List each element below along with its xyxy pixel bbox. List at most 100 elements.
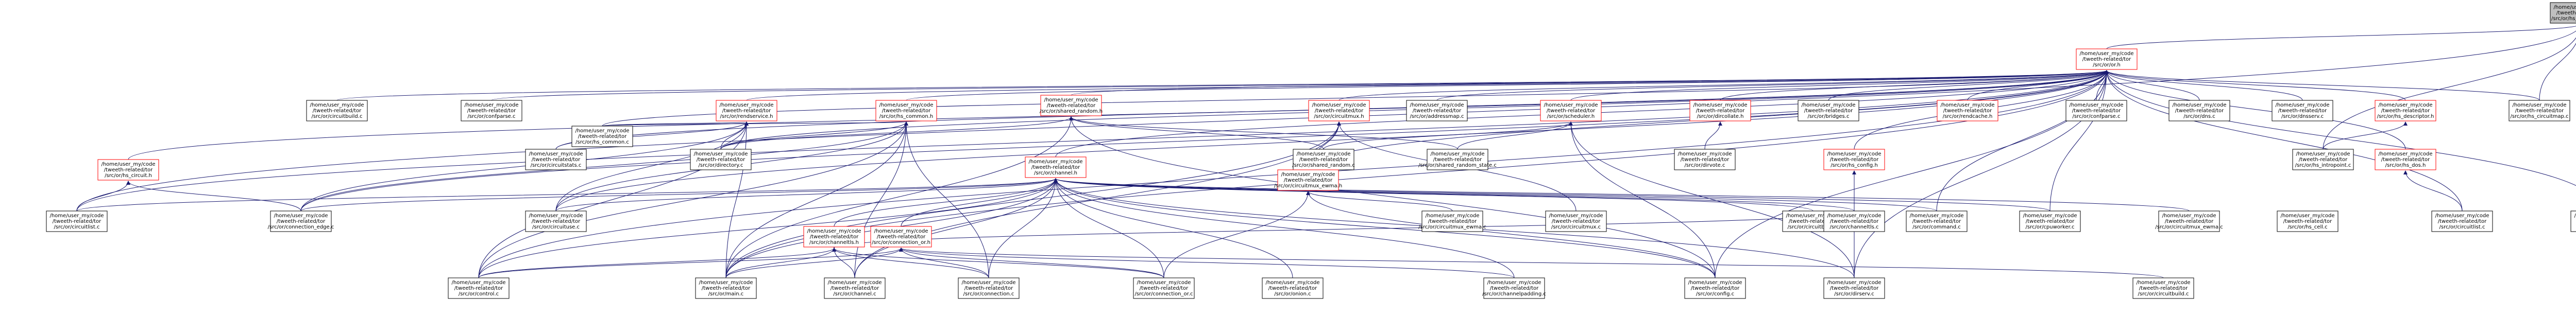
graph-node-connection[interactable]: /home/user_my/code/tweeth-related/tor/sr… xyxy=(958,277,1020,299)
graph-node-channelpadding[interactable]: /home/user_my/code/tweeth-related/tor/sr… xyxy=(1482,277,1546,299)
graph-node-circuitmux-ewma2[interactable]: /home/user_my/code/tweeth-related/tor/sr… xyxy=(2155,210,2223,232)
graph-node-circuitmux-c[interactable]: /home/user_my/code/tweeth-related/tor/sr… xyxy=(1545,210,1607,232)
graph-node-circuit-scheduler[interactable]: /home/user_my/code/tweeth-related/tor/sr… xyxy=(1540,100,1602,121)
graph-node-circuitbuild[interactable]: /home/user_my/code/tweeth-related/tor/sr… xyxy=(306,100,368,121)
node-box xyxy=(1674,149,1736,170)
dependency-edge xyxy=(720,121,908,150)
node-label-line: /home/user_my/code xyxy=(1281,172,1335,178)
dependency-edge xyxy=(76,181,130,212)
node-box xyxy=(870,226,932,248)
graph-node-hs-intropoint[interactable]: /home/user_my/code/tweeth-related/tor/sr… xyxy=(2292,149,2354,170)
graph-node-hs-config[interactable]: /home/user_my/code/tweeth-related/tor/sr… xyxy=(1823,149,1885,170)
graph-node-connection-edge[interactable]: /home/user_my/code/tweeth-related/tor/sr… xyxy=(268,210,334,232)
node-label-line: /home/user_my/code xyxy=(874,228,928,234)
node-box xyxy=(2065,100,2127,121)
graph-node-command[interactable]: /home/user_my/code/tweeth-related/tor/sr… xyxy=(1906,210,1968,232)
graph-node-rendcache[interactable]: /home/user_my/code/tweeth-related/tor/sr… xyxy=(1937,100,1998,121)
graph-node-channel[interactable]: /home/user_my/code/tweeth-related/tor/sr… xyxy=(1025,156,1087,178)
node-box xyxy=(2431,210,2493,232)
graph-node-dirserv[interactable]: /home/user_my/code/tweeth-related/tor/sr… xyxy=(1823,277,1885,299)
dependency-edge xyxy=(2539,43,2576,101)
node-label-line: /tweeth-related/tor xyxy=(578,134,627,139)
graph-node-connection-or-c[interactable]: /home/user_my/code/tweeth-related/tor/sr… xyxy=(1133,277,1195,299)
graph-node-circuitmux-ewma-c[interactable]: /home/user_my/code/tweeth-related/tor/sr… xyxy=(1418,210,1486,232)
graph-nodes: /home/user_my/code/tweeth-related/tor/sr… xyxy=(46,2,2576,299)
graph-node-ordns[interactable]: /home/user_my/code/tweeth-related/tor/sr… xyxy=(2168,100,2230,121)
graph-node-confparse2[interactable]: /home/user_my/code/tweeth-related/tor/sr… xyxy=(2065,100,2127,121)
graph-node-hs-dos[interactable]: /home/user_my/code/tweeth-related/tor/sr… xyxy=(2375,149,2436,170)
graph-node-rendmid[interactable]: /home/user_my/code/tweeth-related/tor/sr… xyxy=(2570,210,2576,232)
dependency-edge xyxy=(602,121,749,127)
node-box xyxy=(1293,149,1354,170)
graph-node-hs-common-h[interactable]: /home/user_my/code/tweeth-related/tor/sr… xyxy=(875,100,937,121)
graph-node-ordsaver[interactable]: /home/user_my/code/tweeth-related/tor/sr… xyxy=(2272,100,2333,121)
graph-node-circuitbuild3[interactable]: /home/user_my/code/tweeth-related/tor/sr… xyxy=(2132,277,2194,299)
graph-node-hs-circuit[interactable]: /home/user_my/code/tweeth-related/tor/sr… xyxy=(97,159,159,181)
graph-node-dirauth-dircollate[interactable]: /home/user_my/code/tweeth-related/tor/sr… xyxy=(1689,100,1751,121)
graph-node-circuitmux[interactable]: /home/user_my/code/tweeth-related/tor/sr… xyxy=(1308,100,1370,121)
node-label-line: /src/or/cpuworker.c xyxy=(2026,224,2075,230)
node-label-line: /home/user_my/code xyxy=(1801,102,1855,108)
graph-node-config[interactable]: /home/user_my/code/tweeth-related/tor/sr… xyxy=(1684,277,1746,299)
graph-node-dirvote[interactable]: /home/user_my/code/tweeth-related/tor/sr… xyxy=(1674,149,1736,170)
graph-node-circuitlist[interactable]: /home/user_my/code/tweeth-related/tor/sr… xyxy=(46,210,108,232)
graph-node-hs-descriptor[interactable]: /home/user_my/code/tweeth-related/tor/sr… xyxy=(2375,100,2436,121)
graph-node-shared-random-c[interactable]: /home/user_my/code/tweeth-related/tor/sr… xyxy=(1292,149,1355,170)
graph-node-circuitlist2[interactable]: /home/user_my/code/tweeth-related/tor/sr… xyxy=(2431,210,2493,232)
dependency-edge xyxy=(832,210,1855,249)
graph-node-cpuworker[interactable]: /home/user_my/code/tweeth-related/tor/sr… xyxy=(2019,210,2081,232)
graph-node-channel-c[interactable]: /home/user_my/code/tweeth-related/tor/sr… xyxy=(824,277,886,299)
node-label-line: /home/user_my/code xyxy=(1410,102,1464,108)
node-label-line: /home/user_my/code xyxy=(1827,151,1881,157)
node-label-line: /src/or/circuitlist.c xyxy=(54,224,99,230)
graph-node-main[interactable]: /home/user_my/code/tweeth-related/tor/sr… xyxy=(695,277,757,299)
node-label-line: /home/user_my/code xyxy=(699,280,753,286)
node-label-line: /home/user_my/code xyxy=(1312,102,1366,108)
dependency-edge xyxy=(1054,178,1814,212)
node-label-line: /home/user_my/code xyxy=(1688,280,1742,286)
dependency-edge xyxy=(899,248,1164,278)
node-label-line: /home/user_my/code xyxy=(1827,213,1881,219)
graph-node-addressmap[interactable]: /home/user_my/code/tweeth-related/tor/sr… xyxy=(1406,100,1468,121)
node-label-line: /src/or/connection_or.h xyxy=(872,240,930,245)
dependency-edge xyxy=(1570,70,2109,101)
dependency-edge xyxy=(2106,26,2576,49)
graph-node-hs-common-c[interactable]: /home/user_my/code/tweeth-related/tor/sr… xyxy=(571,126,633,147)
node-label-line: /tweeth-related/tor xyxy=(1433,157,1482,163)
node-label-line: /src/or/dirserv.c xyxy=(1834,291,1874,297)
graph-node-confparse[interactable]: /home/user_my/code/tweeth-related/tor/sr… xyxy=(461,100,522,121)
graph-node-shared-random-state[interactable]: /home/user_my/code/tweeth-related/tor/sr… xyxy=(1418,149,1497,170)
node-label-line: /tweeth-related/tor xyxy=(1804,108,1853,114)
graph-node-root[interactable]: /home/user_my/code/tweeth-related/tor/sr… xyxy=(2550,2,2576,24)
graph-node-connection-or-h[interactable]: /home/user_my/code/tweeth-related/tor/sr… xyxy=(870,226,932,248)
node-label-line: /tweeth-related/tor xyxy=(2283,219,2332,224)
graph-node-hs-cell[interactable]: /home/user_my/code/tweeth-related/tor/sr… xyxy=(2277,210,2338,232)
node-label-line: /src/or/circuituse.c xyxy=(532,224,580,230)
node-label-line: /home/user_my/code xyxy=(719,102,773,108)
graph-node-hs-circuitmap-c[interactable]: /home/user_my/code/tweeth-related/tor/sr… xyxy=(2509,100,2570,121)
dependency-edge xyxy=(1569,121,1716,278)
node-label-line: /home/user_my/code xyxy=(1786,213,1840,219)
graph-node-directory[interactable]: /home/user_my/code/tweeth-related/tor/sr… xyxy=(690,149,752,170)
graph-node-or[interactable]: /home/user_my/code/tweeth-related/tor/sr… xyxy=(2076,48,2138,70)
node-label-line: /tweeth-related/tor xyxy=(1299,157,1348,163)
graph-node-channeltls-h[interactable]: /home/user_my/code/tweeth-related/tor/sr… xyxy=(803,226,865,248)
node-label-line: /src/or/confparse.c xyxy=(2072,114,2120,119)
graph-node-bridges[interactable]: /home/user_my/code/tweeth-related/tor/sr… xyxy=(1798,100,1859,121)
node-label-line: /home/user_my/code xyxy=(274,213,328,219)
graph-node-onion-tap[interactable]: /home/user_my/code/tweeth-related/tor/sr… xyxy=(1262,277,1324,299)
graph-node-circuitmux-ewma-h[interactable]: /home/user_my/code/tweeth-related/tor/sr… xyxy=(1274,169,1342,191)
graph-node-circuituse[interactable]: /home/user_my/code/tweeth-related/tor/sr… xyxy=(525,210,587,232)
dependency-edge xyxy=(725,248,903,278)
node-box xyxy=(803,226,865,248)
graph-node-control[interactable]: /home/user_my/code/tweeth-related/tor/sr… xyxy=(448,277,510,299)
graph-node-channeltls-c[interactable]: /home/user_my/code/tweeth-related/tor/sr… xyxy=(1823,210,1885,232)
node-label-line: /tweeth-related/tor xyxy=(810,234,859,240)
dependency-edge xyxy=(2323,37,2576,150)
dependency-edge xyxy=(1715,70,2109,278)
graph-node-rendservice[interactable]: /home/user_my/code/tweeth-related/tor/sr… xyxy=(716,100,777,121)
graph-node-circuitstats[interactable]: /home/user_my/code/tweeth-related/tor/sr… xyxy=(525,149,587,170)
node-label-line: /home/user_my/code xyxy=(2280,213,2334,219)
graph-node-shared-random[interactable]: /home/user_my/code/tweeth-related/tor/sr… xyxy=(1040,95,1103,116)
dependency-edge xyxy=(1069,116,1458,150)
